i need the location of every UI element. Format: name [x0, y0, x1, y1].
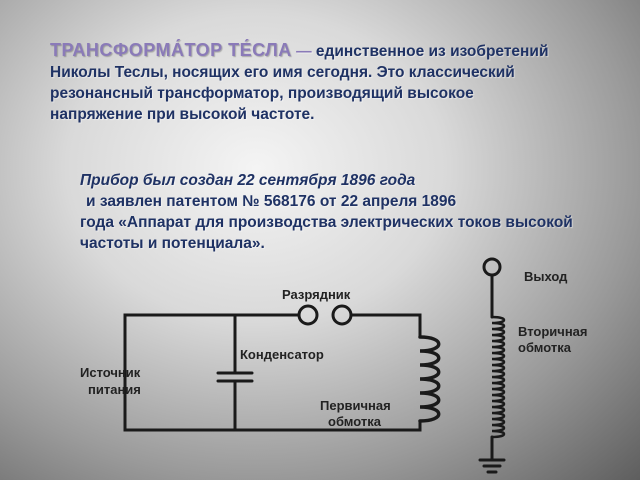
label-secondary-1: Вторичная	[518, 324, 588, 339]
spark-gap-ball-right	[331, 304, 353, 326]
details-paragraph: Прибор был создан 22 сентября 1896 года …	[80, 170, 600, 254]
secondary-coil	[490, 315, 506, 439]
output-terminal	[482, 257, 502, 277]
label-primary-1: Первичная	[320, 398, 391, 413]
heading-paragraph: ТРАНСФОРМА́ТОР ТЕ́СЛА — единственное из …	[50, 40, 570, 125]
primary-return-wire	[233, 419, 422, 432]
details-line-3: года «Аппарат для производства электриче…	[80, 214, 573, 252]
heading-text: единственное из изобретений Николы Теслы…	[50, 43, 549, 123]
title-dash: —	[291, 43, 316, 60]
tesla-circuit-diagram: Разрядник Конденсатор Источник питания П…	[80, 257, 588, 474]
label-primary-2: обмотка	[328, 414, 382, 429]
details-line-1: Прибор был создан 22 сентября 1896 года	[80, 172, 416, 189]
label-output: Выход	[524, 269, 568, 284]
primary-coil	[418, 335, 441, 423]
label-secondary-2: обмотка	[518, 340, 572, 355]
spark-gap-wire-right	[350, 313, 422, 339]
label-source-2: питания	[88, 382, 141, 397]
details-line-2: и заявлен патентом № 568176 от 22 апреля…	[86, 193, 457, 210]
label-capacitor: Конденсатор	[240, 347, 324, 362]
spark-gap-ball-left	[297, 304, 319, 326]
label-source-1: Источник	[80, 365, 141, 380]
source-loop-wire	[123, 313, 237, 432]
label-spark-gap: Разрядник	[282, 287, 351, 302]
title-term: ТРАНСФОРМА́ТОР ТЕ́СЛА	[50, 40, 292, 60]
